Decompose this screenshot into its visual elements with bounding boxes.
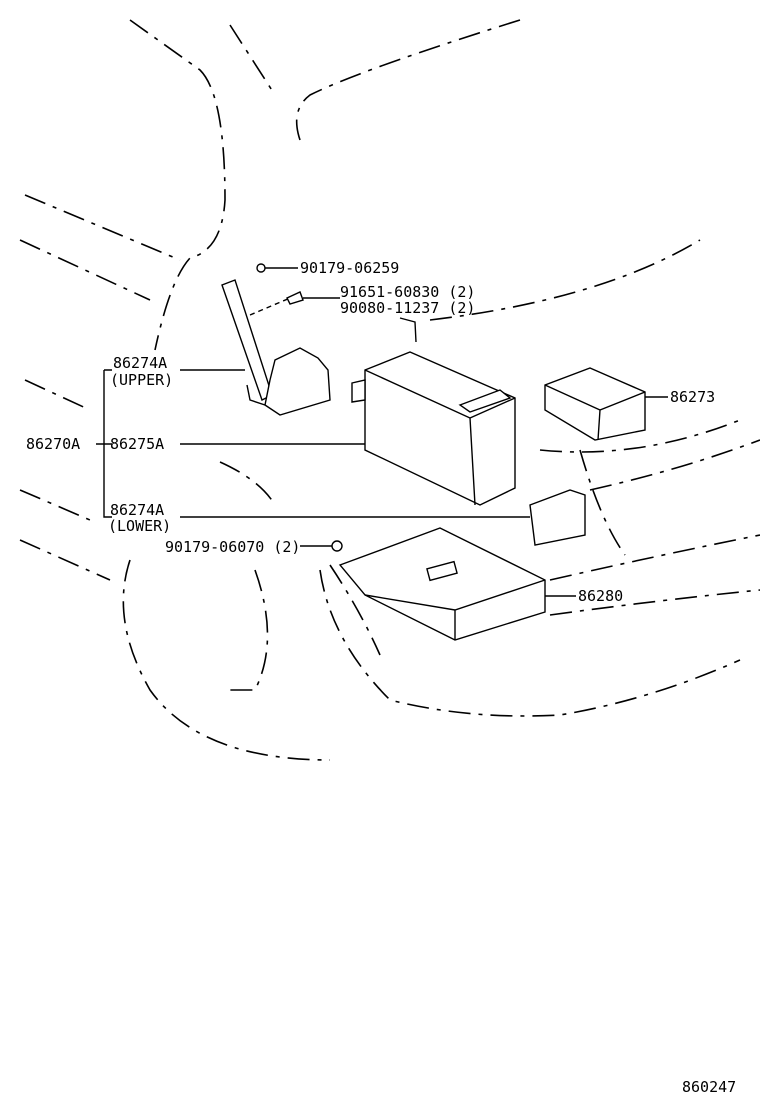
label-bolt-b: 90080-11237 (2) [340, 299, 475, 317]
clip-icon [256, 263, 266, 273]
connector-unit-drawing [544, 367, 646, 441]
vehicle-body-outline [19, 19, 760, 761]
tray-drawing [338, 527, 546, 641]
lower-bracket-drawing [529, 489, 586, 546]
label-bracket-upper: 86274A [113, 354, 167, 372]
label-bracket-lower-note: (LOWER) [108, 517, 171, 535]
label-clip-upper: 90179-06259 [300, 259, 399, 277]
label-bracket-lower: 86274A [110, 501, 164, 519]
figure-number: 860247 [682, 1078, 736, 1096]
label-connector-unit: 86273 [670, 388, 715, 406]
bolt-icon [286, 291, 304, 305]
amplifier-drawing [351, 351, 516, 506]
label-assembly: 86270A [26, 435, 80, 453]
label-bracket-upper-note: (UPPER) [110, 371, 173, 389]
nut-icon [331, 540, 343, 552]
label-tray: 86280 [578, 587, 623, 605]
label-amplifier: 86275A [110, 435, 164, 453]
label-bolt-a: 91651-60830 (2) [340, 283, 475, 301]
upper-bracket-drawing [221, 279, 331, 416]
label-nut: 90179-06070 (2) [165, 538, 300, 556]
leader-lines [96, 267, 668, 597]
